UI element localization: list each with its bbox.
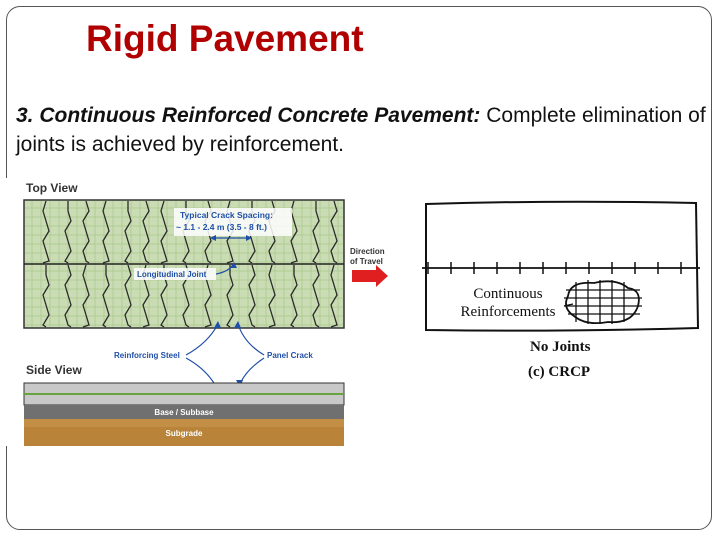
direction-arrow-icon — [352, 265, 388, 287]
panel-crack-line — [312, 201, 320, 264]
panel-crack-line — [268, 264, 276, 328]
base-subbase-label: Base / Subbase — [154, 408, 214, 417]
no-joints-label: No Joints — [530, 339, 591, 355]
panel-crack-line — [124, 201, 132, 264]
crcp-caption: (c) CRCP — [528, 364, 590, 380]
top-view-label: Top View — [26, 181, 78, 195]
panel-crack-line — [124, 264, 132, 328]
crcp-plan-figure: Continuous Reinforcements No Joints (c) … — [422, 200, 700, 380]
panel-crack-line — [102, 200, 110, 264]
panel-crack-line — [312, 264, 320, 328]
reinforcing-steel-label: Reinforcing Steel — [114, 351, 180, 360]
reinforcements-label: Reinforcements — [461, 304, 556, 320]
panel-crack-line — [64, 264, 72, 328]
panel-crack-line — [82, 200, 90, 264]
direction-label-1: Direction — [350, 247, 385, 256]
panel-crack-line — [248, 264, 256, 328]
body-lead: 3. Continuous Reinforced Concrete Paveme… — [16, 104, 481, 127]
panel-crack-label: Panel Crack — [267, 351, 313, 360]
crack-spacing-value: ~ 1.1 - 2.4 m (3.5 - 8 ft.) — [176, 222, 267, 232]
side-view-label: Side View — [26, 363, 82, 377]
crack-spacing-label: Typical Crack Spacing: — [180, 210, 273, 220]
slide-body-text: 3. Continuous Reinforced Concrete Paveme… — [16, 101, 706, 159]
panel-crack-line — [64, 201, 72, 264]
panel-crack-line — [290, 265, 298, 328]
panel-crack-line — [102, 265, 110, 328]
panel-crack-line — [226, 265, 234, 328]
continuous-label: Continuous — [473, 286, 542, 302]
panel-crack-line — [142, 200, 150, 264]
body-rest: Complete elimination of joints is achiev… — [16, 104, 706, 156]
crcp-top-side-view-figure: Top View Typical Crack Spacing: ~ 1.1 - … — [6, 178, 404, 446]
panel-crack-line — [42, 265, 50, 328]
longitudinal-joint-label: Longitudinal Joint — [137, 270, 207, 279]
panel-crack-line — [42, 200, 50, 264]
panel-crack-line — [160, 200, 168, 264]
subgrade-label: Subgrade — [166, 429, 203, 438]
reinforcement-mesh-icon — [564, 280, 642, 325]
panel-crack-line — [330, 200, 338, 264]
panel-crack-line — [330, 264, 338, 328]
direction-label-2: of Travel — [350, 257, 383, 266]
slide-title: Rigid Pavement — [86, 18, 364, 59]
side-view-section — [23, 382, 345, 446]
panel-crack-line — [82, 264, 90, 328]
